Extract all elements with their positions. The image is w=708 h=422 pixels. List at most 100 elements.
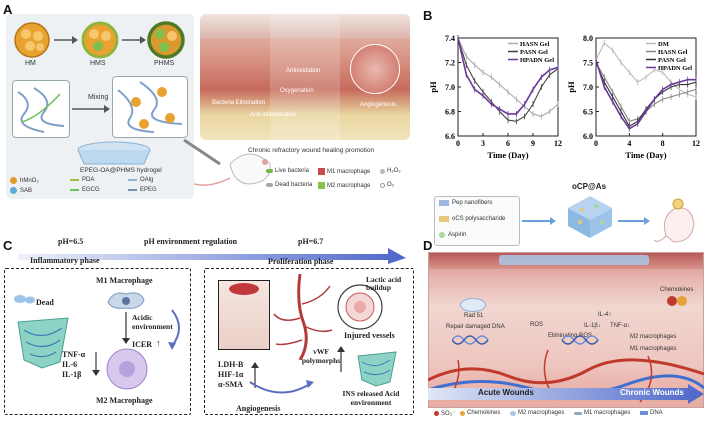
- nanoparticle-row: [14, 21, 185, 59]
- legend-a-item-1: PDA: [70, 177, 94, 183]
- x-tick-label: 4: [627, 139, 631, 148]
- legend-a2-item-5: O₂: [380, 182, 394, 188]
- dead-label: Dead: [36, 298, 54, 307]
- d-legend-item-1: Chemokines: [460, 410, 500, 416]
- x-axis-label: Time (Day): [625, 150, 666, 160]
- m2-label: M2 Macrophage: [96, 396, 153, 405]
- dead-bacteria-icon: [14, 295, 35, 304]
- dna-strands: [452, 335, 599, 345]
- rad51-node: [460, 298, 486, 312]
- legend-label: HASN Gel: [520, 41, 550, 48]
- legend-a-item-5: EPEG: [128, 187, 157, 193]
- panel-d-legend: SO₃⁻ Chemokines M2 macrophages M1 macrop…: [434, 410, 704, 420]
- y-axis-label: pH: [566, 81, 576, 93]
- pep-arrow: [522, 217, 556, 225]
- d-m2-label: M2 macrophages: [630, 334, 677, 340]
- icer-label: ICER: [132, 340, 153, 349]
- y-tick-label: 7.4: [445, 34, 455, 43]
- y-tick-label: 8.0: [583, 34, 593, 43]
- np-label-phms: PHMS: [154, 60, 175, 67]
- icer-up-arrow: ↑: [156, 338, 161, 348]
- d-legend-item-0: SO₃⁻: [434, 410, 455, 417]
- skin-tissue: [218, 280, 270, 350]
- label-angiogenesis: Angiogenesis: [360, 102, 397, 108]
- legend-label: PASN Gel: [658, 57, 686, 64]
- marker-1: HIF-1α: [218, 370, 244, 379]
- il4-label: IL-4↑: [598, 312, 612, 318]
- x-axis-label: Time (Day): [487, 150, 528, 160]
- mouse-icon-b: [653, 198, 695, 243]
- ocp-label: oCP@As: [572, 182, 607, 191]
- label-antioxidation: Antioxidation: [286, 68, 321, 74]
- y-tick-label: 7.0: [583, 83, 593, 92]
- y-axis-label: pH: [428, 81, 438, 93]
- x-tick-label: 12: [554, 139, 562, 148]
- legend-label: HPADN Gel: [520, 57, 554, 64]
- legend-a-item-4: EGCG: [70, 187, 100, 193]
- d-legend-item-4: DNA: [640, 410, 663, 416]
- cytokine-2: IL-1β: [62, 370, 82, 379]
- label-bacteria-elimination: Bacteria Elimination: [212, 100, 266, 106]
- np-label-hm: HM: [25, 60, 36, 67]
- cycle-arrow-c1: [168, 309, 180, 350]
- ph-timeline-title: pH environment regulation: [144, 237, 238, 246]
- hydrogel-beaker: [77, 141, 151, 165]
- m1-macrophage-icon: [107, 292, 145, 309]
- proliferation-box: [204, 268, 414, 415]
- chemokine-dots: [667, 296, 687, 306]
- rad51-label: Rad 51: [464, 313, 484, 319]
- d-legend-item-2: M2 macrophages: [510, 410, 564, 416]
- y-tick-label: 7.0: [445, 83, 455, 92]
- label-oxygenation: Oxygenation: [280, 88, 314, 94]
- legend-a2-item-1: Dead bacteria: [266, 182, 312, 188]
- d-chemokines-label: Chemokines: [660, 287, 694, 293]
- label-anti-inflammation: Anti-inflammation: [250, 112, 297, 118]
- m1-down-arrow: [122, 312, 130, 344]
- y-tick-label: 6.8: [445, 108, 455, 117]
- wound-caption: Chronic refractory wound healing promoti…: [248, 147, 375, 154]
- hydrogel-cell-c2: [357, 351, 397, 387]
- x-tick-label: 0: [456, 139, 460, 148]
- cytokine-0: TNF-α: [62, 350, 86, 359]
- cytokine-list: TNF-α IL-6 IL-1β: [62, 350, 85, 380]
- ph-start: pH=6.5: [58, 237, 84, 246]
- marker-list: LDH-B HIF-1α α-SMA: [218, 360, 243, 390]
- legend-a2-item-2: M1 macrophage: [318, 168, 370, 175]
- vwf-label: vWF polymorphs: [301, 347, 341, 365]
- y-tick-label: 6.0: [583, 132, 593, 141]
- acute-label: Acute Wounds: [478, 388, 534, 397]
- hydrogel-box: [112, 76, 188, 138]
- vwf-up-arrow: [337, 346, 345, 372]
- angiogenesis-label: Angiogenesis: [236, 404, 281, 413]
- legend-a-item-3: SAB: [10, 187, 32, 194]
- panel-a-letter: A: [3, 2, 13, 17]
- y-tick-label: 7.2: [445, 59, 455, 68]
- y-tick-label: 6.5: [583, 108, 593, 117]
- legend-label: HPADN Gel: [658, 65, 692, 72]
- ph-end: pH=6.7: [298, 237, 324, 246]
- inflammatory-box: [4, 268, 191, 415]
- legend-a2-item-0: Live bacteria: [266, 168, 309, 174]
- ros-label: ROS: [530, 322, 544, 328]
- il1b-label: IL-1β↓: [584, 323, 601, 329]
- ins-label: INS released Acid environment: [342, 389, 400, 407]
- panel-a-legend-2: Live bacteria M1 macrophage H₂O₂ Dead ba…: [266, 168, 416, 196]
- polymer-chains: [17, 87, 65, 133]
- vessel-circle: [337, 284, 383, 330]
- legend-label: PASN Gel: [520, 49, 548, 56]
- m2-macrophage-icon: [106, 348, 148, 390]
- ph-timeline-arrow: [18, 248, 406, 264]
- np-label-hms: HMS: [90, 60, 106, 67]
- legend-a2-item-3: M2 macrophage: [318, 182, 370, 189]
- mixing-arrow: [72, 105, 110, 113]
- m1-label: M1 Macrophage: [96, 276, 153, 285]
- mixing-label: Mixing: [88, 94, 109, 101]
- legend-label: HASN Gel: [658, 49, 688, 56]
- marker-2: α-SMA: [218, 380, 243, 389]
- wound-illustration: [200, 14, 410, 140]
- marker-0: LDH-B: [218, 360, 244, 369]
- legend-a-item-0: hMnO₂: [10, 177, 39, 184]
- legend-label: DM: [658, 41, 669, 48]
